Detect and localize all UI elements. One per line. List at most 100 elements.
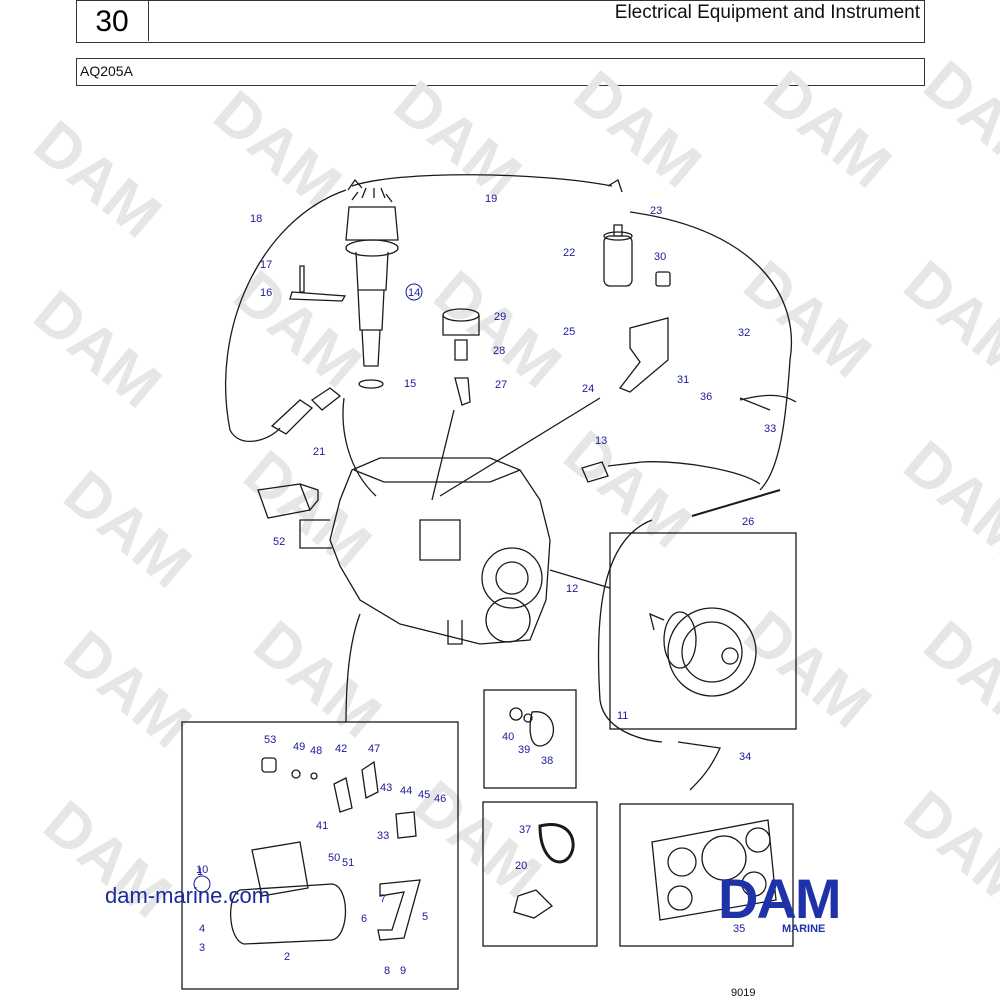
callout-label: 33	[377, 830, 389, 842]
watermark: DAM	[911, 608, 1000, 752]
bracket-24	[618, 317, 669, 393]
callout-label: 44	[400, 785, 412, 797]
callout-label: 8	[384, 965, 390, 977]
callout-label: 18	[250, 213, 262, 225]
engine-block	[299, 457, 551, 645]
callout-label: 4	[199, 923, 205, 935]
clip-38	[529, 711, 554, 747]
watermark: DAM	[231, 438, 384, 582]
part-20	[513, 889, 554, 919]
callout-label: 1	[197, 866, 203, 878]
callout-label: 21	[313, 446, 325, 458]
callout-label: 39	[518, 744, 530, 756]
elbow-27	[454, 377, 471, 406]
watermark: DAM	[221, 258, 374, 402]
watermark: DAM	[201, 78, 354, 222]
watermark: DAM	[21, 108, 174, 252]
fitting-28	[454, 339, 468, 361]
callout-label: 5	[422, 911, 428, 923]
ht-lead	[347, 178, 363, 191]
callout-label: 48	[310, 745, 322, 757]
header-number-box	[76, 0, 925, 43]
callout-label: 28	[493, 345, 505, 357]
sender-13	[581, 461, 609, 483]
inset-38	[483, 689, 577, 789]
callout-label: 9	[400, 965, 406, 977]
inset-35	[619, 803, 794, 947]
callout-label: 41	[316, 820, 328, 832]
lead-32	[629, 211, 793, 491]
callout-label: 51	[342, 857, 354, 869]
brand-name: DAM	[718, 872, 840, 930]
callout-label: 30	[654, 251, 666, 263]
callout-label: 37	[519, 824, 531, 836]
callout-label: 23	[650, 205, 662, 217]
page-title: Electrical Equipment and Instrument	[614, 2, 920, 23]
watermark: DAM	[241, 608, 394, 752]
inset-37	[482, 801, 598, 947]
watermark: DAM	[381, 68, 534, 212]
watermark: DAM	[731, 598, 884, 742]
alternator	[649, 607, 757, 697]
bolt-17	[299, 265, 305, 293]
watermark: DAM	[891, 778, 1000, 922]
callout-label: 50	[328, 852, 340, 864]
callout-label: 6	[361, 913, 367, 925]
callout-label: 26	[742, 516, 754, 528]
starter-inset	[181, 721, 459, 990]
watermark: DAM	[51, 618, 204, 762]
callout-circle	[405, 283, 423, 301]
callout-circle	[193, 875, 211, 893]
callout-label: 52	[273, 536, 285, 548]
callout-labels: 1 2 3 4 5 6 7 8 9 10 11 12 13 14 15 16 1…	[196, 193, 776, 977]
watermark: DAM	[561, 58, 714, 202]
callout-label: 24	[582, 383, 594, 395]
coil-22	[603, 235, 633, 287]
callout-label: 16	[260, 287, 272, 299]
part-30	[655, 271, 671, 287]
callout-label: 45	[418, 789, 430, 801]
callout-label: 19	[485, 193, 497, 205]
callout-label: 35	[733, 923, 745, 935]
callout-label: 49	[293, 741, 305, 753]
arrow	[345, 613, 361, 723]
lead-18	[225, 189, 347, 442]
starter-motor	[229, 757, 421, 945]
callout-label: 25	[563, 326, 575, 338]
watermark-layer: DAM DAM DAM DAM DAM DAM DAM DAM DAM DAM …	[21, 48, 1000, 932]
sender-21	[270, 399, 314, 435]
lead-26	[691, 489, 781, 517]
bracket-16	[289, 291, 347, 302]
callout-label: 15	[404, 378, 416, 390]
arrow	[342, 397, 377, 497]
callout-label: 32	[738, 327, 750, 339]
callout-label: 46	[434, 793, 446, 805]
callout-label: 14	[408, 287, 420, 299]
callout-label: 31	[677, 374, 689, 386]
callout-label: 3	[199, 942, 205, 954]
sender-21	[310, 387, 342, 411]
callout-label: 22	[563, 247, 575, 259]
watermark: DAM	[21, 278, 174, 422]
watermark: DAM	[891, 248, 1000, 392]
callout-label: 34	[739, 751, 751, 763]
brand-logo: DAM MARINE	[718, 872, 842, 932]
line-art	[181, 174, 797, 990]
ht-lead	[351, 174, 613, 187]
ht-lead	[607, 179, 623, 193]
callout-label: 12	[566, 583, 578, 595]
callout-label: 47	[368, 743, 380, 755]
callout-label: 27	[495, 379, 507, 391]
website-link[interactable]: dam-marine.com	[105, 883, 271, 908]
model-box	[76, 58, 925, 86]
lead-34	[677, 741, 721, 791]
arrow	[439, 397, 601, 497]
oil-sender-29	[442, 315, 480, 336]
watermark: DAM	[551, 418, 704, 562]
callout-label: 13	[595, 435, 607, 447]
section-number: 30	[76, 0, 149, 41]
callout-label: 10	[196, 864, 208, 876]
lead-11	[597, 519, 663, 743]
distributor	[345, 187, 399, 389]
